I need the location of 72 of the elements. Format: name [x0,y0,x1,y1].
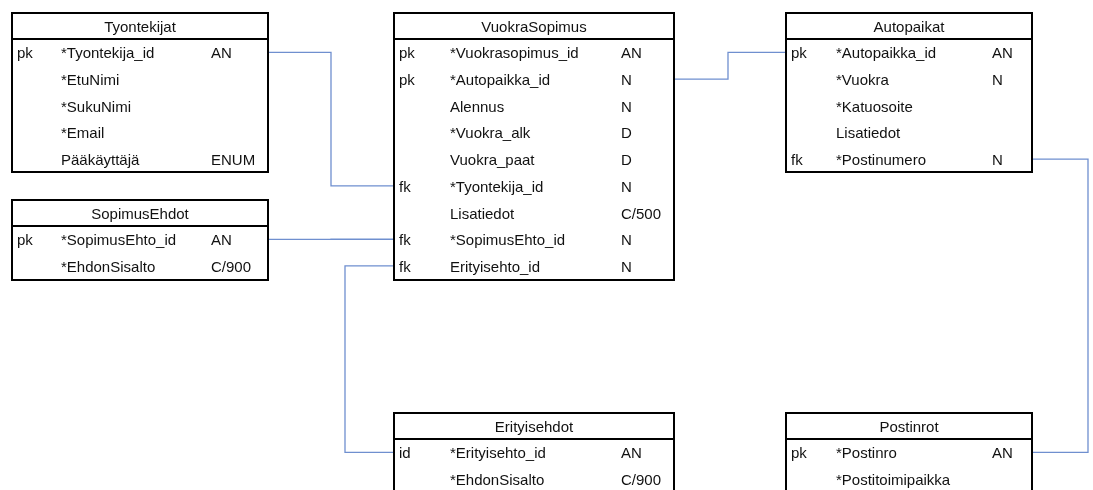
field-name: *Postinumero [836,151,927,170]
field-name: Lisatiedot [836,124,901,143]
key-label: pk [791,44,807,63]
data-type: N [621,97,632,116]
field-name: *Postitoimipaikka [836,471,951,490]
relationship-line [344,265,394,453]
entity-table [393,12,675,281]
field-name: *Autopaikka_id [450,71,551,90]
field-name: *Email [61,124,105,143]
key-label: fk [791,151,803,170]
data-type: C/900 [621,471,662,490]
key-label: pk [399,44,415,63]
table-title: Tyontekijat [13,14,267,40]
entity-table [393,412,675,490]
key-label: fk [399,257,411,276]
data-type: D [621,124,632,143]
data-type: ENUM [211,151,256,170]
field-name: *Vuokra [836,71,889,90]
data-type: AN [621,44,642,63]
key-label: pk [399,71,415,90]
data-type: N [621,257,632,276]
table-title: SopimusEhdot [13,201,267,227]
data-type: C/500 [621,204,662,223]
data-type: AN [211,44,232,63]
table-title: Erityisehdot [395,414,673,440]
field-name: *Erityisehto_id [450,444,546,463]
field-name: *Postinro [836,444,897,463]
field-name: *Katuosoite [836,97,913,116]
field-name: *Tyontekija_id [450,177,544,196]
field-name: *Autopaikka_id [836,44,937,63]
key-label: fk [399,231,411,250]
field-name: *Tyontekija_id [61,44,155,63]
entity-table [11,199,269,281]
relationship-line [268,51,394,187]
data-type: N [992,71,1003,90]
data-type: AN [211,231,232,250]
field-name: Pääkäyttäjä [61,151,140,170]
data-type: AN [992,444,1013,463]
relationship-line [268,238,394,240]
field-name: *SopimusEhto_id [61,231,177,250]
field-name: *EhdonSisalto [450,471,545,490]
table-title: VuokraSopimus [395,14,673,40]
data-type: N [992,151,1003,170]
field-name: Lisatiedot [450,204,515,223]
data-type: C/900 [211,258,252,277]
data-type: D [621,151,632,170]
key-label: id [399,444,411,463]
field-name: *Vuokra_alk [450,124,531,143]
table-title: Autopaikat [787,14,1031,40]
relationship-line [674,51,786,80]
field-name: *SukuNimi [61,97,132,116]
data-type: N [621,231,632,250]
key-label: fk [399,177,411,196]
field-name: Alennus [450,97,505,116]
data-type: N [621,177,632,196]
field-name: Vuokra_paat [450,151,535,170]
data-type: AN [992,44,1013,63]
entity-table [11,12,269,173]
key-label: pk [17,231,33,250]
field-name: *EtuNimi [61,71,120,90]
relationship-line [1032,158,1089,453]
key-label: pk [791,444,807,463]
field-name: *Vuokrasopimus_id [450,44,579,63]
key-label: pk [17,44,33,63]
data-type: N [621,71,632,90]
field-name: *SopimusEhto_id [450,231,566,250]
table-title: Postinrot [787,414,1031,440]
field-name: Erityisehto_id [450,257,541,276]
field-name: *EhdonSisalto [61,258,156,277]
entity-table [785,12,1033,173]
data-type: AN [621,444,642,463]
entity-table [785,412,1033,490]
